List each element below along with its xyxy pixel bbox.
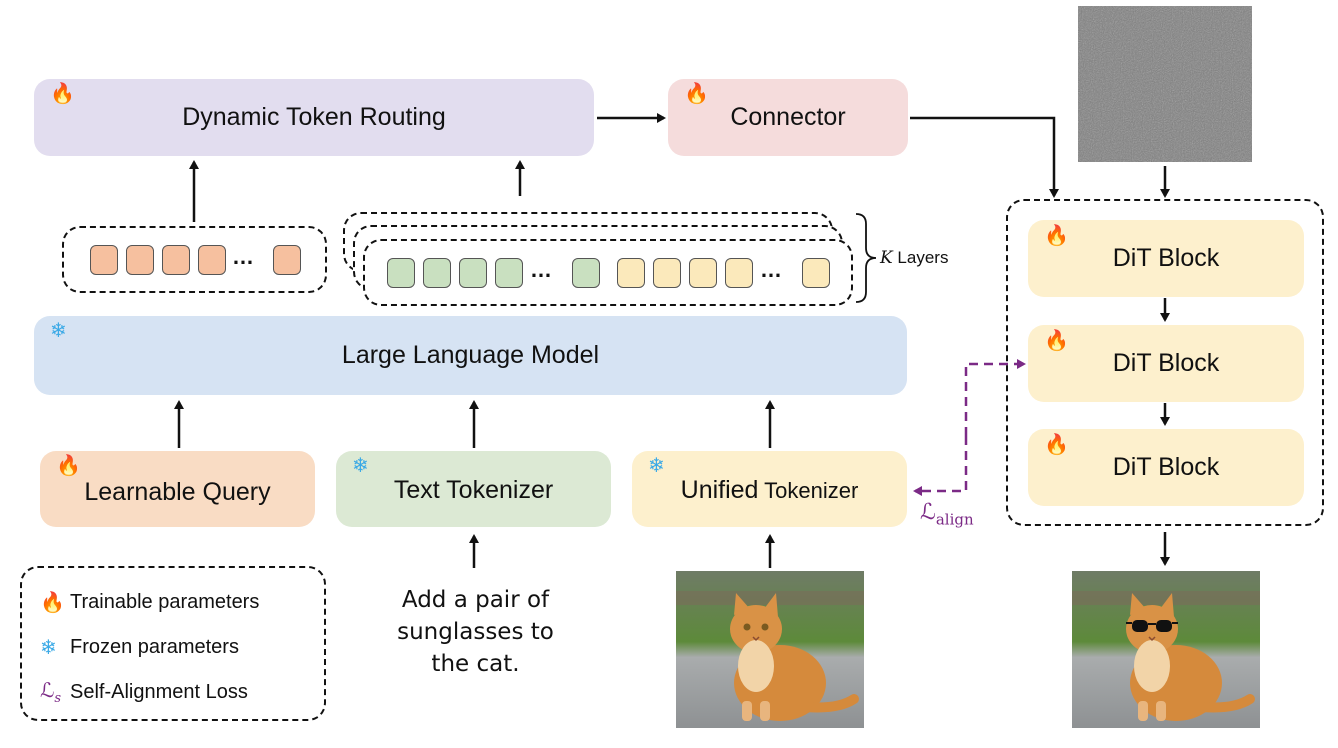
prompt-line-1: Add a pair of: [401, 587, 550, 613]
loss-symbol-sub: s: [54, 691, 62, 706]
dit-block-2: DiT Block: [1028, 325, 1304, 402]
connector-box: Connector: [668, 79, 908, 156]
align-loss-label: ℒalign: [920, 500, 974, 528]
prompt-text: Add a pair of sunglasses to the cat.: [378, 584, 573, 680]
unified-word: Unified: [680, 475, 759, 504]
legend-trainable-label: Trainable parameters: [70, 591, 260, 613]
dit-block-2-label: DiT Block: [1112, 349, 1220, 377]
loss-symbol-main: ℒ: [40, 678, 55, 702]
arrow-connector-to-dit: [910, 116, 1059, 198]
text-token: [495, 258, 523, 288]
k-layers-brace: [855, 213, 877, 303]
dynamic-token-routing-label: Dynamic Token Routing: [182, 103, 446, 131]
fire-icon: 🔥: [40, 592, 65, 614]
align-loss-arrow-to-unified: [913, 436, 968, 496]
text-tokenizer-box: Text Tokenizer: [336, 451, 611, 527]
learnable-query-label: Learnable Query: [84, 477, 271, 506]
snowflake-icon: ❄: [40, 637, 57, 659]
query-token: [273, 245, 301, 275]
query-token: [162, 245, 190, 275]
dit-block-3: DiT Block: [1028, 429, 1304, 506]
dit-block-3-label: DiT Block: [1112, 453, 1220, 481]
large-language-model-box: Large Language Model: [34, 316, 907, 395]
image-token: [689, 258, 717, 288]
fire-icon: 🔥: [50, 83, 75, 105]
layers-text: Layers: [892, 248, 949, 267]
text-tokenizer-label: Text Tokenizer: [393, 475, 554, 504]
fire-icon: 🔥: [1044, 330, 1069, 352]
text-token: [459, 258, 487, 288]
fire-icon: 🔥: [1044, 225, 1069, 247]
input-cat-image: [676, 571, 864, 728]
text-token: [423, 258, 451, 288]
legend-box: [20, 566, 326, 721]
image-token: [802, 258, 830, 288]
k-symbol: K: [880, 248, 893, 268]
snowflake-icon: ❄: [352, 455, 369, 477]
align-loss-symbol: ℒ: [920, 500, 936, 525]
image-token-ellipsis: …: [760, 257, 782, 282]
dit-group: [1006, 199, 1324, 526]
align-loss-subscript: align: [935, 510, 974, 529]
dynamic-token-routing-box: Dynamic Token Routing: [34, 79, 594, 156]
legend-loss: ℒs Self-Alignment Loss: [40, 678, 248, 706]
unified-tokenizer-box: Unified Tokenizer: [632, 451, 907, 527]
output-cat-image: [1072, 571, 1260, 728]
legend-trainable: 🔥 Trainable parameters: [40, 590, 259, 615]
k-layers-label: K Layers: [880, 248, 948, 268]
legend-frozen: ❄ Frozen parameters: [40, 635, 239, 660]
legend-frozen-label: Frozen parameters: [70, 636, 239, 658]
image-token: [725, 258, 753, 288]
legend-loss-label: Self-Alignment Loss: [70, 680, 248, 703]
dit-block-1-label: DiT Block: [1112, 244, 1220, 272]
image-token: [653, 258, 681, 288]
text-token-ellipsis: …: [530, 257, 552, 282]
fire-icon: 🔥: [1044, 434, 1069, 456]
query-token-ellipsis: …: [232, 244, 254, 269]
prompt-line-3: the cat.: [431, 651, 520, 677]
learnable-query-box: Learnable Query: [40, 451, 315, 527]
text-token: [572, 258, 600, 288]
query-token: [90, 245, 118, 275]
query-token: [126, 245, 154, 275]
loss-symbol: ℒs: [40, 678, 70, 706]
noise-image: [1078, 6, 1252, 162]
query-token: [198, 245, 226, 275]
text-token: [387, 258, 415, 288]
unified-tokenizer-label: Unified Tokenizer: [681, 476, 859, 505]
connector-label: Connector: [730, 103, 846, 131]
image-token: [617, 258, 645, 288]
fire-icon: 🔥: [684, 83, 709, 105]
snowflake-icon: ❄: [648, 455, 665, 477]
large-language-model-label: Large Language Model: [341, 341, 600, 369]
tokenizer-word: Tokenizer: [758, 477, 859, 503]
dit-block-1: DiT Block: [1028, 220, 1304, 297]
align-loss-arrow-to-dit: [964, 359, 1026, 436]
snowflake-icon: ❄: [50, 320, 67, 342]
prompt-line-2: sunglasses to: [397, 619, 554, 645]
fire-icon: 🔥: [56, 455, 81, 477]
